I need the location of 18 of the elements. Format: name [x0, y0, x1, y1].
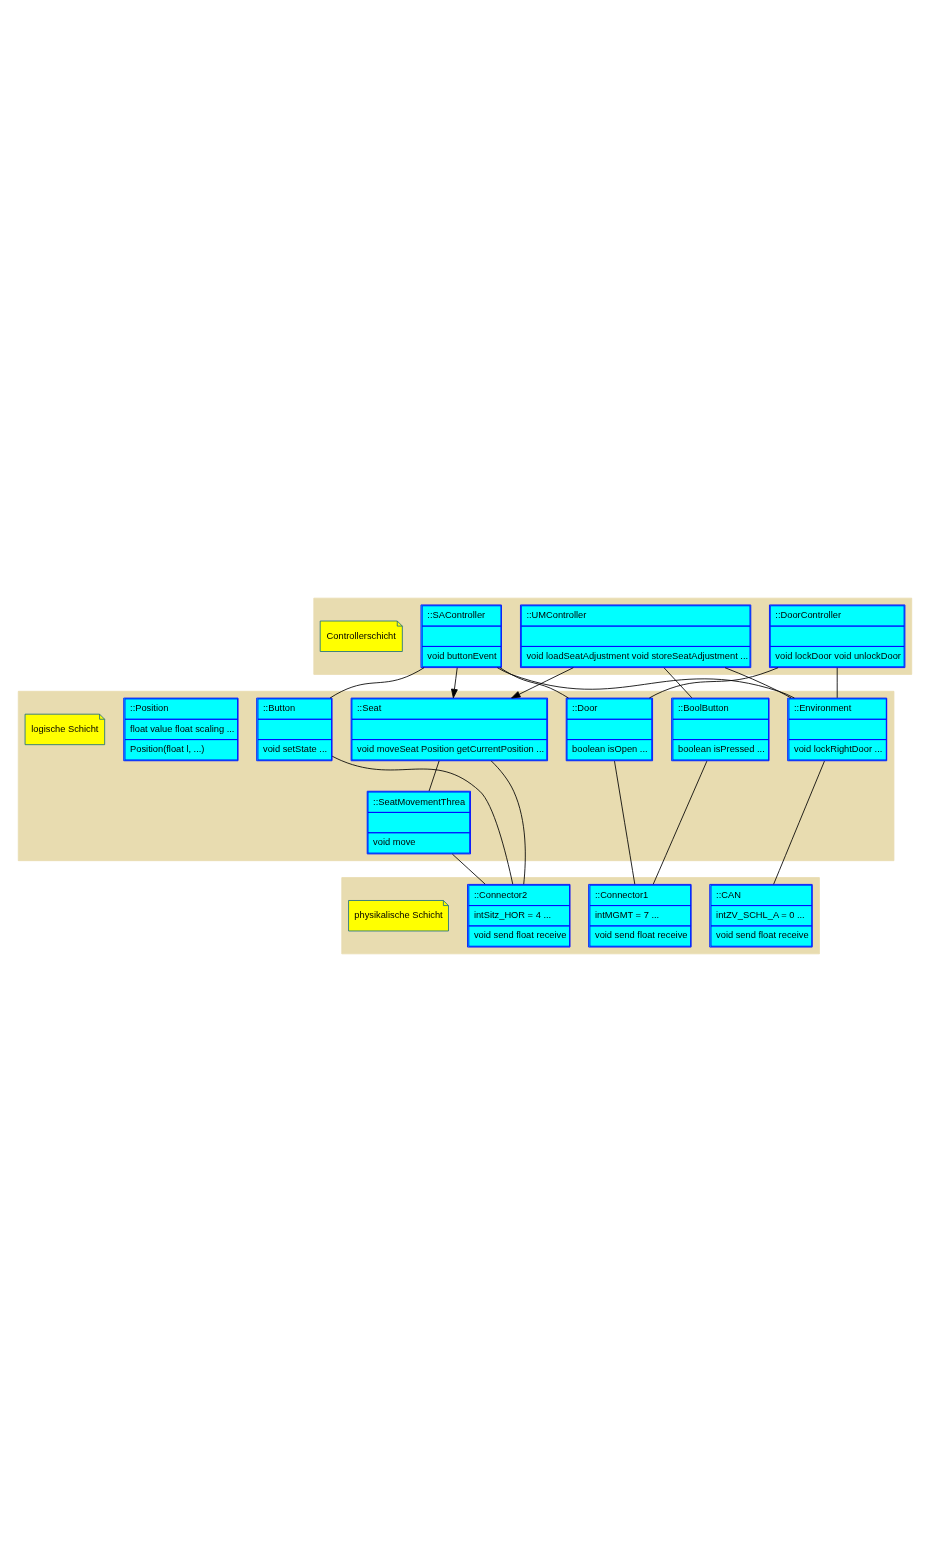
connector — [773, 760, 825, 885]
connector — [663, 666, 693, 698]
connector — [648, 666, 779, 698]
connector — [451, 853, 486, 885]
connector — [331, 755, 514, 885]
arrow — [511, 666, 574, 698]
connector — [490, 759, 526, 885]
connector — [329, 666, 425, 698]
connector — [499, 666, 569, 698]
cluster — [313, 597, 913, 675]
arrow — [451, 666, 458, 698]
cluster — [341, 876, 820, 954]
connector — [497, 666, 795, 698]
connector — [428, 760, 440, 791]
connector — [836, 666, 838, 698]
connector — [724, 666, 792, 698]
connector — [614, 760, 636, 885]
connector — [652, 760, 708, 885]
